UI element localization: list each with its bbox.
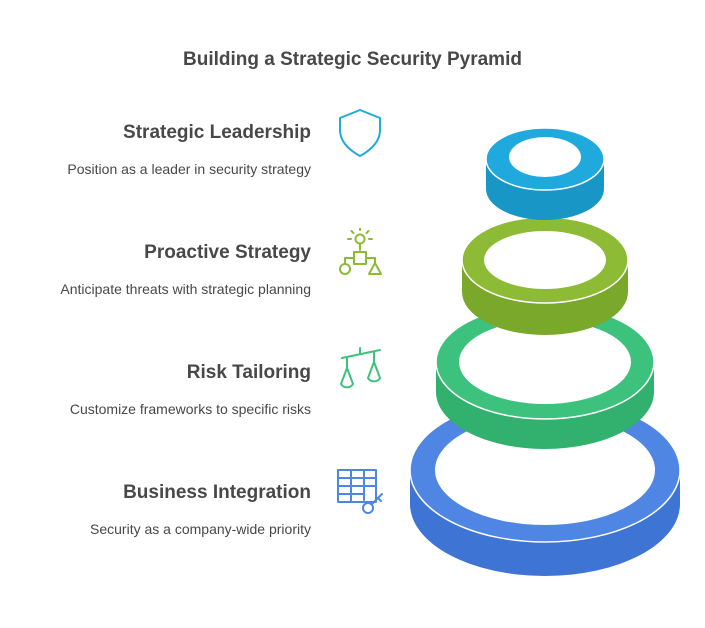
level-description-risk-tailoring: Customize frameworks to specific risks: [69, 401, 311, 417]
balance-scale-icon: [340, 347, 381, 389]
level-heading-business-integration: Business Integration: [123, 482, 311, 503]
level-heading-strategic-leadership: Strategic Leadership: [123, 122, 311, 143]
ring-strategic-leadership: [485, 127, 605, 220]
level-heading-risk-tailoring: Risk Tailoring: [186, 362, 311, 383]
level-description-strategic-leadership: Position as a leader in security strateg…: [67, 161, 311, 177]
level-description-business-integration: Security as a company-wide priority: [90, 521, 311, 537]
grid-key-icon: [337, 469, 383, 514]
level-heading-proactive-strategy: Proactive Strategy: [144, 242, 311, 263]
shield-icon: [339, 109, 381, 157]
ring-risk-tailoring: [435, 304, 655, 449]
ring-proactive-strategy: [461, 216, 629, 335]
idea-flowchart-icon: [339, 228, 382, 275]
diagram-title: Building a Strategic Security Pyramid: [183, 49, 522, 70]
level-description-proactive-strategy: Anticipate threats with strategic planni…: [60, 281, 311, 297]
